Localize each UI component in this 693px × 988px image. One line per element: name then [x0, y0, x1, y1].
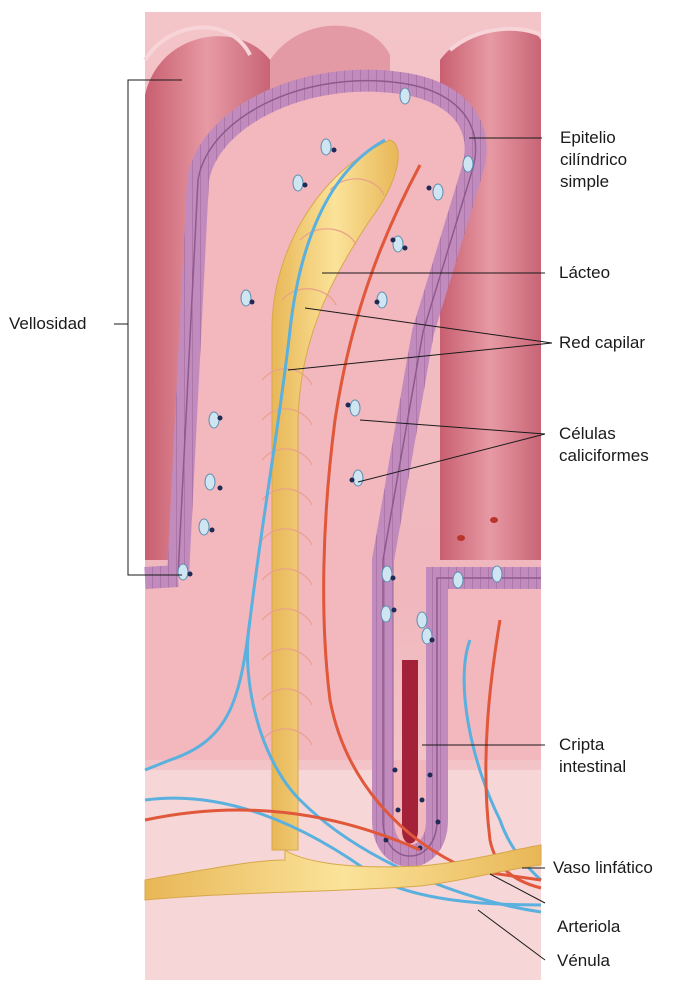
label-arteriola: Arteriola: [557, 916, 620, 938]
label-cripta-line1: Cripta: [559, 734, 626, 756]
label-vellosidad: Vellosidad: [9, 313, 87, 335]
label-lacteo: Lácteo: [559, 262, 610, 284]
label-venula: Vénula: [557, 950, 610, 972]
crypt-lumen: [402, 660, 418, 844]
label-vaso-linfatico: Vaso linfático: [553, 857, 653, 879]
label-celulas-line2: caliciformes: [559, 445, 649, 467]
label-epitelio: Epitelio cilíndrico simple: [560, 127, 627, 193]
label-epitelio-line2: cilíndrico: [560, 149, 627, 171]
label-celulas-line1: Células: [559, 423, 649, 445]
label-cripta-line2: intestinal: [559, 756, 626, 778]
label-epitelio-line3: simple: [560, 171, 627, 193]
label-red-capilar: Red capilar: [559, 332, 645, 354]
label-cripta-intestinal: Cripta intestinal: [559, 734, 626, 778]
label-celulas-caliciformes: Células caliciformes: [559, 423, 649, 467]
label-epitelio-line1: Epitelio: [560, 127, 627, 149]
